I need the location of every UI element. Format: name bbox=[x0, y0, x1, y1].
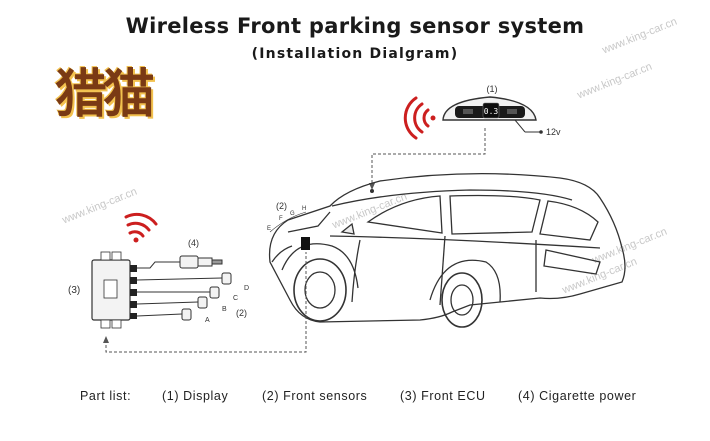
brand-logo: 猎猫 bbox=[55, 65, 155, 125]
plug-label: (4) bbox=[188, 238, 199, 248]
car-illustration bbox=[268, 173, 626, 328]
cigarette-plug bbox=[137, 255, 223, 269]
sensors-label: (2) bbox=[236, 308, 247, 318]
display-readout: 0.3 bbox=[484, 107, 499, 116]
svg-text:H: H bbox=[302, 206, 306, 212]
svg-text:A: A bbox=[205, 317, 210, 324]
sensor-cables bbox=[136, 277, 223, 317]
ecu-box bbox=[91, 251, 137, 329]
display-unit: 0.3 bbox=[442, 96, 543, 134]
parts-list-item: (1) Display bbox=[162, 389, 229, 403]
parts-list-item: (4) Cigarette power bbox=[518, 389, 637, 403]
parts-list-item: (3) Front ECU bbox=[400, 389, 486, 403]
car-sensors-label: (2) bbox=[276, 201, 287, 211]
sensor-heads bbox=[181, 272, 232, 321]
car-sensor-labels: E F G H bbox=[267, 206, 306, 232]
ecu-label: (3) bbox=[68, 285, 80, 296]
svg-text:C: C bbox=[233, 295, 238, 302]
svg-text:D: D bbox=[244, 285, 249, 292]
parts-list: Part list: (1) Display (2) Front sensors… bbox=[0, 389, 710, 405]
svg-text:B: B bbox=[222, 306, 227, 313]
parts-list-item: (2) Front sensors bbox=[262, 389, 368, 403]
ecu-location-marker bbox=[301, 237, 310, 250]
parts-list-heading: Part list: bbox=[80, 389, 132, 403]
ecu-wireless-signal-icon bbox=[124, 212, 158, 243]
sensor-letter-labels: A B C D bbox=[205, 285, 249, 324]
display-label: (1) bbox=[487, 84, 498, 94]
display-power-label: 12v bbox=[546, 127, 561, 137]
page-title: Wireless Front parking sensor system bbox=[125, 14, 585, 38]
svg-text:E: E bbox=[267, 226, 271, 232]
wireless-signal-icon bbox=[403, 96, 436, 140]
svg-text:G: G bbox=[290, 211, 295, 217]
svg-text:F: F bbox=[279, 216, 283, 222]
page-subtitle: (Installation Dialgram) bbox=[251, 46, 459, 62]
